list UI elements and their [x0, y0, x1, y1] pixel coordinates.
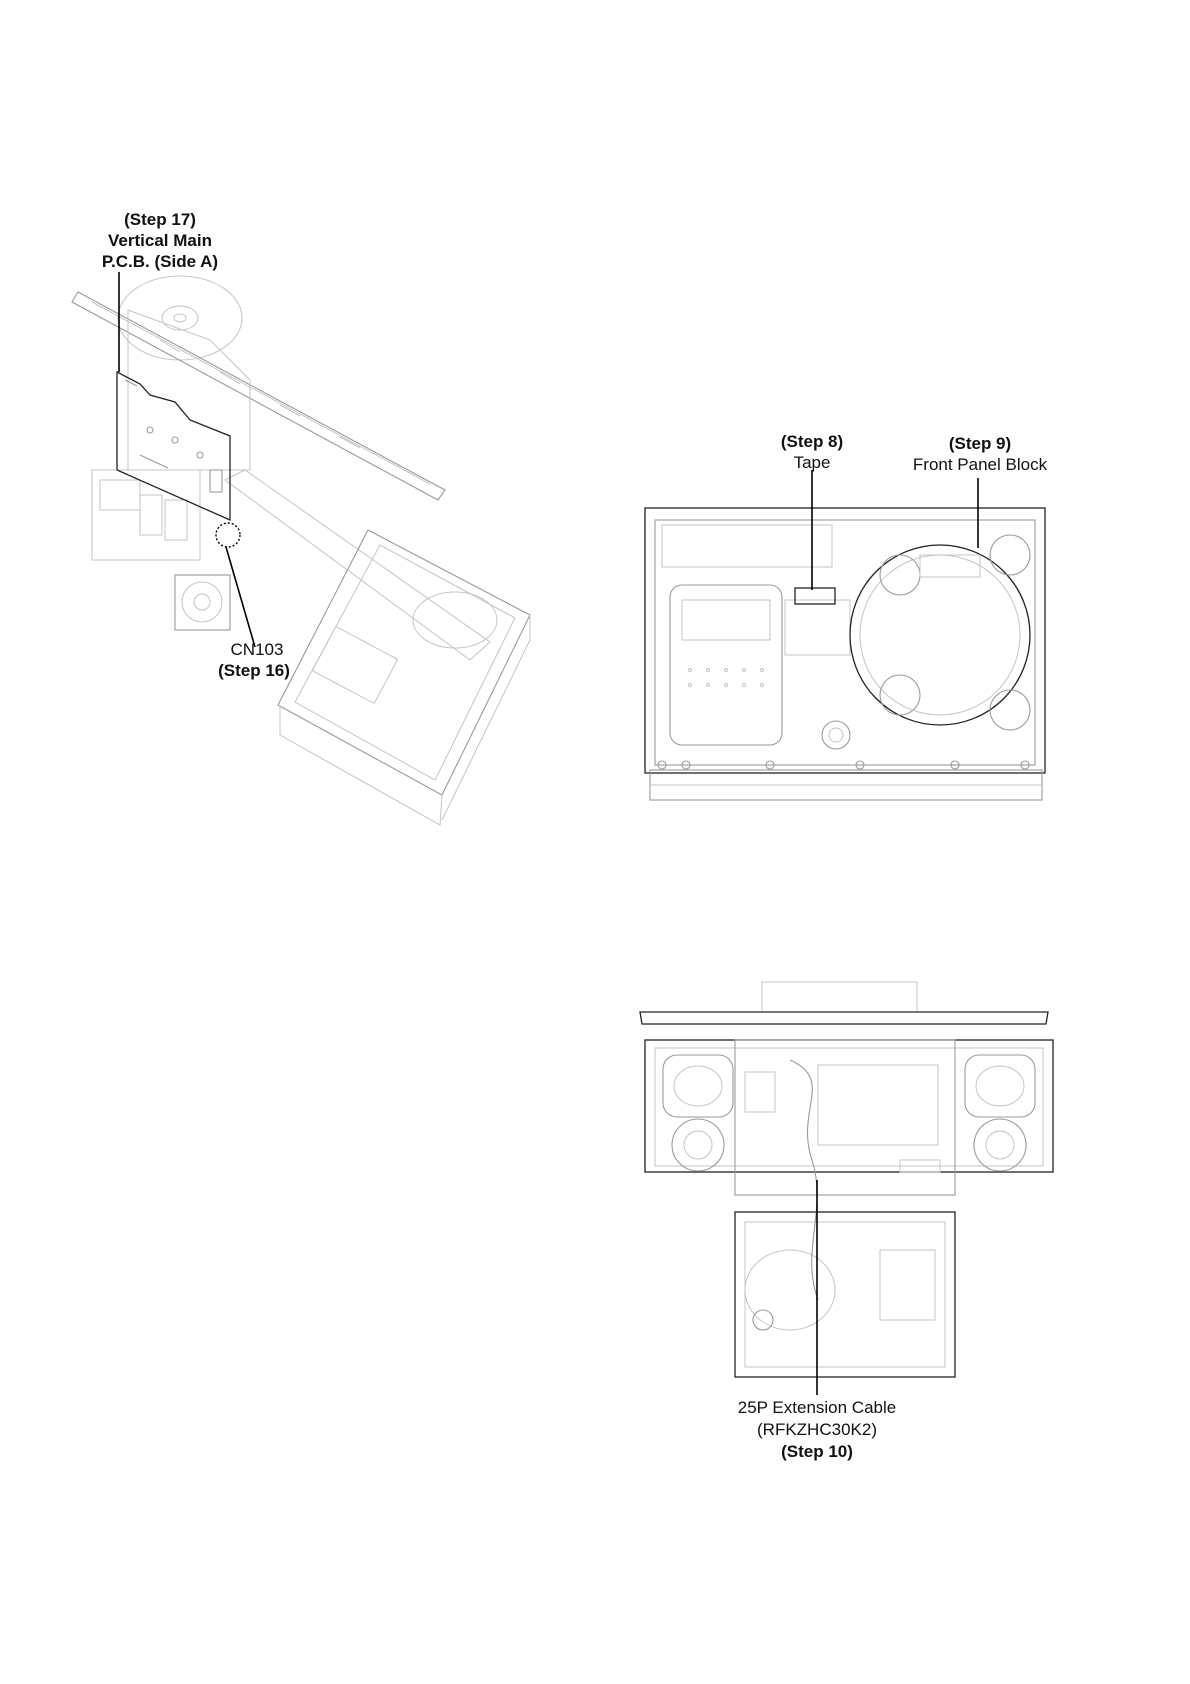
unit-rear-view-drawing — [640, 982, 1053, 1377]
cable-part-label: (RFKZHC30K2) — [717, 1420, 917, 1440]
cable-step-label: (Step 10) — [717, 1442, 917, 1462]
cable-name-label: 25P Extension Cable — [717, 1398, 917, 1418]
